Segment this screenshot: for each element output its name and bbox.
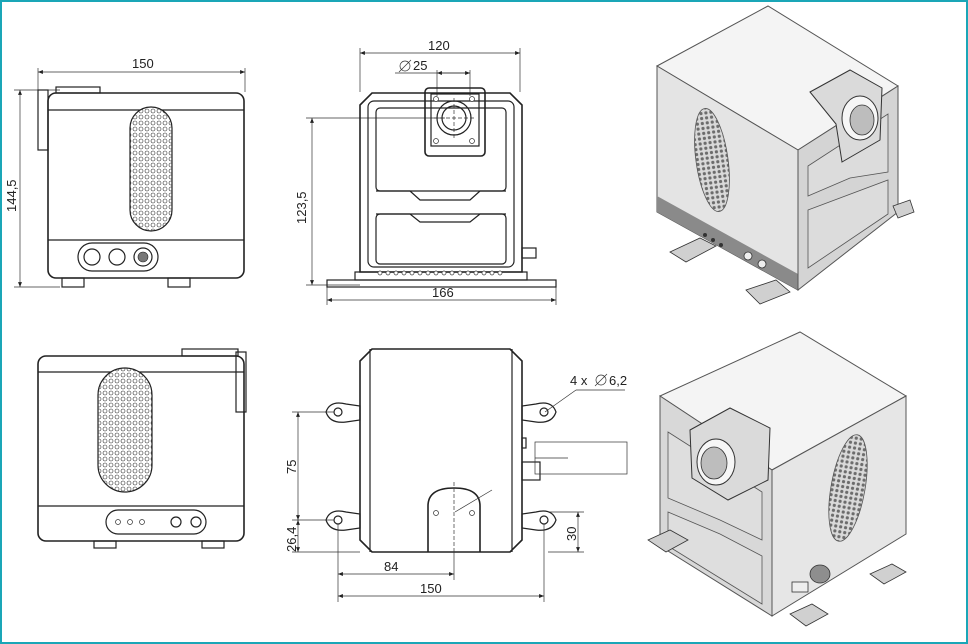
bottom-center-label: 84 <box>384 559 398 574</box>
bottom-right-label: 30 <box>564 527 579 541</box>
side-top-height-label: 144,5 <box>4 179 19 212</box>
bottom-offset-label: 26,4 <box>284 527 299 552</box>
bottom-view: 4 x 6,2 75 26,4 30 84 150 <box>284 348 628 602</box>
bottom-vertical-label: 75 <box>284 460 299 474</box>
side-top-width-label: 150 <box>132 56 154 71</box>
front-height-label: 123,5 <box>294 191 309 224</box>
bottom-holes-count-label: 4 x <box>570 373 588 388</box>
bottom-width-label: 150 <box>420 581 442 596</box>
render-bottom-right <box>647 331 907 627</box>
side-view-top: 150 144,5 <box>4 56 246 288</box>
front-hole-row <box>377 270 503 276</box>
render-top-right <box>655 5 915 305</box>
bottom-holes-diameter-label: 6,2 <box>609 373 627 388</box>
front-base-label: 166 <box>432 285 454 300</box>
rear-view <box>37 348 247 549</box>
front-width-label: 120 <box>428 38 450 53</box>
front-view: 120 25 123,5 166 <box>294 38 557 305</box>
front-port-diameter-label: 25 <box>413 58 427 73</box>
